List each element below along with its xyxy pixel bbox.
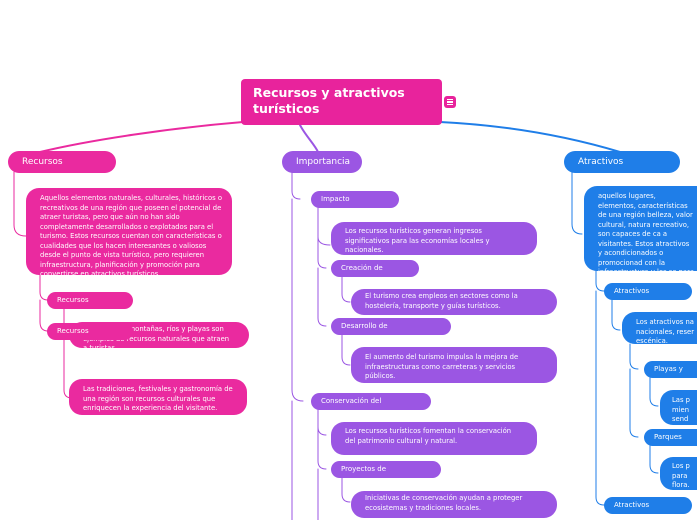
link-root-atractivos: [439, 121, 621, 153]
topic-atractivos-naturales[interactable]: Atractivos naturales: [604, 283, 692, 300]
link-impacto-infra: [317, 267, 327, 327]
empleo-text[interactable]: El turismo crea empleos en sectores como…: [351, 289, 557, 315]
link-root-recursos: [39, 121, 244, 153]
topic-impacto-economico[interactable]: Impacto económico: [311, 191, 399, 208]
link-imp-impacto: [291, 171, 301, 200]
link-impacto-empleo: [317, 207, 327, 269]
topic-desarrollo-infraestructura[interactable]: Desarrollo de Infraestructura: [331, 318, 451, 335]
playas-text[interactable]: Las p mien send: [660, 390, 697, 425]
conservacion-desc: Los recursos turísticos fomentan la cons…: [345, 427, 512, 445]
recursos-culturales-desc: Las tradiciones, festivales y gastronomí…: [83, 385, 233, 412]
menu-icon[interactable]: [444, 96, 456, 108]
conservacion-text[interactable]: Los recursos turísticos fomentan la cons…: [331, 422, 537, 455]
empleo-label: Creación de Empleo: [341, 264, 383, 272]
infraestructura-text[interactable]: El aumento del turismo impulsa la mejora…: [351, 347, 557, 383]
link-parques-text: [649, 445, 659, 474]
link-conserv-proyectos: [317, 409, 327, 470]
root-topic[interactable]: Recursos y atractivos turísticos: [241, 79, 442, 125]
impacto-text[interactable]: Los recursos turísticos generan ingresos…: [331, 222, 537, 255]
proyectos-text[interactable]: Iniciativas de conservación ayudan a pro…: [351, 491, 557, 518]
topic-importancia[interactable]: Importancia: [282, 151, 362, 173]
topic-recursos-culturales[interactable]: Recursos culturales: [47, 323, 133, 340]
infraestructura-label: Desarrollo de Infraestructura: [341, 322, 388, 330]
link-atrnat-text: [611, 299, 621, 331]
parques-text[interactable]: Los p para flora.: [660, 457, 697, 490]
atractivos-description-text: aquellos lugares, elementos, característ…: [598, 192, 694, 271]
link-imp-conservacion: [291, 198, 304, 402]
atractivos-naturales-text[interactable]: Los atractivos na nacionales, reser escé…: [622, 312, 697, 344]
topic-atractivos-label: Atractivos turísticos: [578, 157, 624, 167]
topic-parques-nacionales[interactable]: Parques Nac: [644, 429, 697, 446]
impacto-desc: Los recursos turísticos generan ingresos…: [345, 227, 490, 254]
link-recursos-naturales: [39, 274, 49, 301]
atractivos-naturales-label: Atractivos naturales: [614, 287, 650, 295]
topic-creacion-empleo[interactable]: Creación de Empleo: [331, 260, 419, 277]
atractivos-culturales-label: Atractivos culturales: [614, 501, 650, 509]
empleo-desc: El turismo crea empleos en sectores como…: [365, 292, 518, 310]
link-conserv-text: [317, 409, 327, 436]
recursos-culturales-text[interactable]: Las tradiciones, festivales y gastronomí…: [69, 379, 247, 415]
proyectos-desc: Iniciativas de conservación ayudan a pro…: [365, 494, 523, 512]
link-playas-text: [649, 377, 659, 407]
topic-proyectos-conservacion[interactable]: Proyectos de Conservación: [331, 461, 441, 478]
link-root-importancia: [299, 124, 319, 153]
link-atr-naturales: [595, 269, 605, 292]
recursos-naturales-label: Recursos naturales: [57, 296, 89, 304]
link-atrnat-playas: [629, 343, 639, 370]
root-title: Recursos y atractivos turísticos: [253, 85, 405, 116]
link-proyectos-text: [341, 477, 351, 503]
topic-atractivos-culturales[interactable]: Atractivos culturales: [604, 497, 692, 514]
topic-conservacion-patrimonio[interactable]: Conservación del Patrimonio: [311, 393, 431, 410]
playas-desc: Las p mien send: [672, 396, 690, 423]
atractivos-naturales-desc: Los atractivos na nacionales, reser escé…: [636, 318, 695, 344]
topic-recursos-naturales[interactable]: Recursos naturales: [47, 292, 133, 309]
recursos-culturales-label: Recursos culturales: [57, 327, 89, 335]
recursos-description[interactable]: Aquellos elementos naturales, culturales…: [26, 188, 232, 275]
parques-label: Parques Nac: [654, 433, 682, 441]
parques-desc: Los p para flora.: [672, 462, 690, 489]
conservacion-label: Conservación del Patrimonio: [321, 397, 382, 405]
topic-playas-montanas[interactable]: Playas y Mon: [644, 361, 697, 378]
topic-recursos-label: Recursos turísticos: [22, 157, 63, 167]
impacto-label: Impacto económico: [321, 195, 350, 203]
atractivos-description[interactable]: aquellos lugares, elementos, característ…: [584, 186, 697, 271]
topic-recursos-turisticos[interactable]: Recursos turísticos: [8, 151, 116, 173]
recursos-naturales-desc: Los paisajes, montañas, ríos y playas so…: [83, 325, 230, 348]
link-atr-desc: [571, 171, 583, 235]
link-recursos-culturales: [39, 299, 49, 332]
link-impacto-text: [317, 207, 331, 246]
infraestructura-desc: El aumento del turismo impulsa la mejora…: [365, 353, 519, 380]
proyectos-label: Proyectos de Conservación: [341, 465, 387, 473]
link-infra-text: [341, 334, 351, 366]
link-atrnat-parques: [629, 368, 639, 438]
recursos-description-text: Aquellos elementos naturales, culturales…: [40, 194, 222, 275]
topic-importancia-label: Importancia: [296, 157, 351, 167]
playas-label: Playas y Mon: [654, 365, 683, 373]
link-recursos-desc: [13, 171, 27, 237]
link-atr-culturales: [595, 290, 605, 506]
link-empleo-text: [341, 276, 351, 303]
topic-atractivos-turisticos[interactable]: Atractivos turísticos: [564, 151, 680, 173]
